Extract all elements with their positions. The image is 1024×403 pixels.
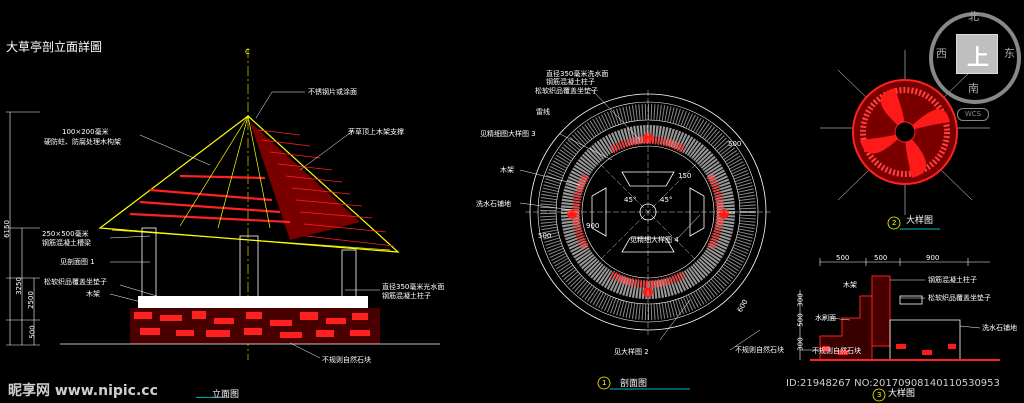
plan-callout-3: 松软织品覆盖坐垫子 (535, 87, 598, 95)
plan-caption-num: 1 (602, 379, 607, 387)
elev-callout-10: 直径350毫米光水面 (382, 283, 445, 291)
detail3-callout-2: 松软织品覆盖坐垫子 (928, 294, 991, 302)
detail3-callout-5: 洗水石铺地 (982, 324, 1017, 332)
detail3-dim-1: 500 (836, 254, 850, 262)
elev-callout-8: 松软织品覆盖坐垫子 (44, 278, 107, 286)
compass-west[interactable]: 西 (936, 47, 947, 60)
detail2-caption-num: 2 (892, 219, 897, 227)
elev-dim-4: 500 (28, 325, 37, 339)
elev-callout-2: 100×200毫米 (62, 128, 109, 136)
plan-callout-8: 见精细大样图 4 (630, 236, 679, 244)
wcs-button[interactable]: WCS (957, 108, 989, 121)
detail3-callout-3: 木架 (843, 281, 857, 289)
elev-caption: 立面图 (212, 390, 240, 400)
plan-callout-9: 见大样图 2 (614, 348, 649, 356)
plan-callout-7: 洗水石铺地 (476, 200, 511, 208)
main-title: 大草亭剖立面詳圖 (6, 40, 103, 54)
detail3-caption: 大样图 (888, 389, 916, 399)
plan-dim-1: 500 (728, 140, 742, 148)
plan-callout-5: 见精细图大样图 3 (480, 130, 536, 138)
detail-3-view (799, 258, 1000, 402)
elev-callout-4: 茅草顶上木架支撑 (348, 128, 404, 136)
ridge-mark: C (245, 48, 250, 56)
plan-callout-6: 木架 (500, 166, 514, 174)
detail3-dim-6: 300 (796, 337, 805, 351)
plan-caption: 剖面图 (620, 379, 648, 389)
detail3-caption-num: 3 (877, 391, 882, 399)
elev-callout-7: 见剖面图 1 (60, 258, 95, 266)
plan-dim-4: 45° (660, 196, 673, 204)
plan-callout-4: 雷线 (536, 108, 550, 116)
detail-2-view (820, 50, 990, 230)
elev-callout-1: 不锈钢片或涂面 (308, 88, 357, 96)
elev-callout-12: 不规则自然石块 (322, 356, 371, 364)
elev-callout-3: 硬防蛀、防腐处理木构架 (44, 138, 121, 146)
elev-dim-1: 6150 (2, 220, 11, 238)
elev-callout-11: 钢筋混凝土柱子 (382, 292, 431, 300)
plan-callout-10: 不规则自然石块 (735, 346, 784, 354)
elev-dim-2: 3250 (14, 277, 23, 295)
compass-north[interactable]: 北 (968, 10, 979, 23)
detail3-callout-6: 不规则自然石块 (812, 347, 861, 355)
viewcube-compass (929, 12, 1021, 104)
compass-east[interactable]: 东 (1004, 47, 1015, 60)
detail2-caption: 大样图 (906, 216, 934, 226)
elev-dim-3: 2500 (26, 291, 35, 309)
elevation-view: ────── (6, 48, 440, 402)
detail3-dim-4: 300 (796, 293, 805, 307)
detail3-callout-4: 水刷面 (815, 314, 836, 322)
plan-dim-5: 900 (586, 222, 600, 230)
detail3-dim-2: 500 (874, 254, 888, 262)
elev-callout-6: 钢筋混凝土槽梁 (42, 239, 91, 247)
viewcube-face-label: 上 (967, 46, 990, 71)
plan-dim-6: 500 (538, 232, 552, 240)
plan-dim-3: 45° (624, 196, 637, 204)
plan-view (519, 87, 772, 390)
plan-callout-1: 直径350毫米洗水面 (546, 70, 609, 78)
detail3-dim-3: 900 (926, 254, 940, 262)
elev-callout-9: 木架 (86, 290, 100, 298)
detail3-dim-5: 500 (796, 313, 805, 327)
svg-text:──────: ────── (195, 393, 225, 402)
viewcube-face[interactable]: 上 (956, 34, 998, 74)
elev-callout-5: 250×500毫米 (42, 230, 89, 238)
detail3-callout-1: 钢筋混凝土柱子 (928, 276, 977, 284)
watermark-logo: 昵享网 www.nipic.cc (8, 383, 158, 399)
plan-dim-2: 150 (678, 172, 692, 180)
watermark-id: ID:21948267 NO:20170908140110530953 (786, 378, 1000, 389)
plan-callout-2: 钢筋混凝土柱子 (546, 78, 595, 86)
compass-south[interactable]: 南 (968, 82, 979, 95)
